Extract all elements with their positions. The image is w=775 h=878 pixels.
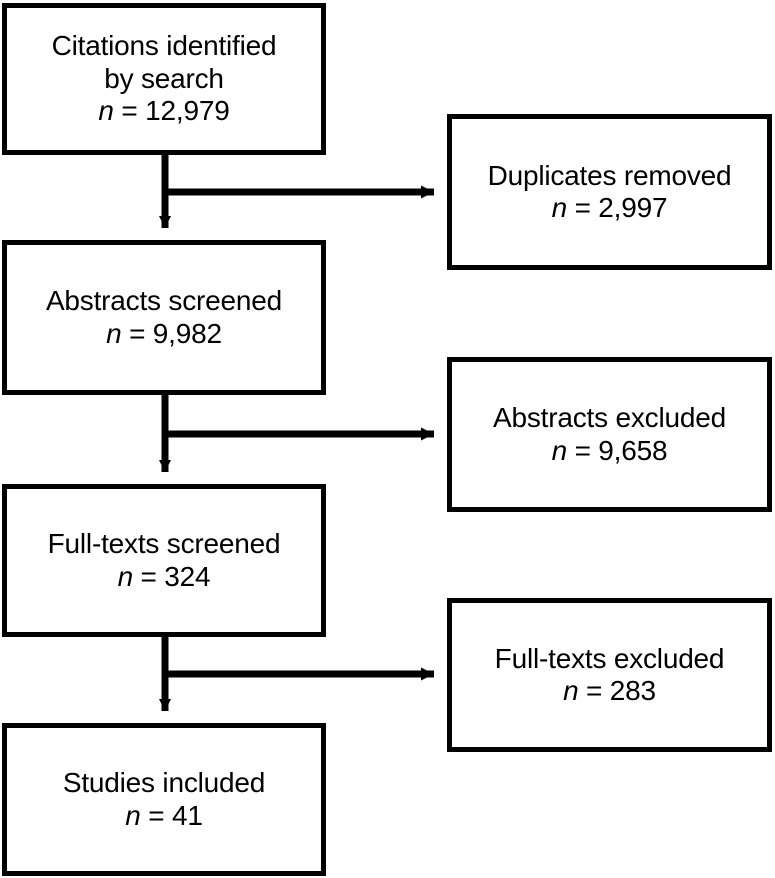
node-abstracts-excluded-label: Abstracts excluded: [493, 402, 726, 434]
node-fulltexts-excluded-count: n = 283: [563, 675, 656, 707]
node-studies-included: Studies included n = 41: [2, 723, 326, 876]
node-abstracts-excluded: Abstracts excluded n = 9,658: [447, 357, 772, 512]
node-fulltexts-screened-label: Full-texts screened: [47, 528, 281, 560]
count-value: = 283: [586, 675, 656, 706]
node-fulltexts-excluded-label: Full-texts excluded: [494, 642, 725, 674]
node-fulltexts-excluded: Full-texts excluded n = 283: [447, 598, 772, 752]
node-duplicates-removed-count: n = 2,997: [552, 192, 668, 224]
node-abstracts-screened-label: Abstracts screened: [45, 285, 283, 317]
node-citations-identified: Citations identified by search n = 12,97…: [2, 3, 326, 155]
count-symbol: n: [125, 799, 141, 831]
node-fulltexts-screened-count: n = 324: [118, 561, 211, 593]
count-value: = 12,979: [121, 95, 230, 127]
count-symbol: n: [551, 192, 568, 223]
node-citations-label: Citations identified by search: [51, 30, 277, 94]
node-studies-included-count: n = 41: [125, 799, 203, 832]
node-abstracts-excluded-count: n = 9,658: [552, 435, 668, 467]
node-abstracts-screened: Abstracts screened n = 9,982: [2, 240, 326, 395]
count-value: = 9,658: [574, 434, 668, 466]
node-studies-included-label: Studies included: [62, 767, 266, 799]
node-abstracts-screened-count: n = 9,982: [106, 318, 222, 350]
count-value: = 9,982: [129, 317, 222, 349]
count-value: = 324: [140, 560, 211, 592]
node-duplicates-removed: Duplicates removed n = 2,997: [447, 114, 772, 270]
count-value: = 41: [148, 799, 203, 831]
count-symbol: n: [98, 95, 114, 127]
count-value: = 2,997: [574, 192, 668, 223]
count-symbol: n: [117, 560, 134, 592]
count-symbol: n: [563, 675, 579, 706]
node-duplicates-removed-label: Duplicates removed: [487, 159, 732, 191]
count-symbol: n: [106, 317, 122, 349]
node-citations-count: n = 12,979: [98, 95, 229, 127]
node-fulltexts-screened: Full-texts screened n = 324: [2, 484, 326, 637]
count-symbol: n: [551, 434, 568, 466]
